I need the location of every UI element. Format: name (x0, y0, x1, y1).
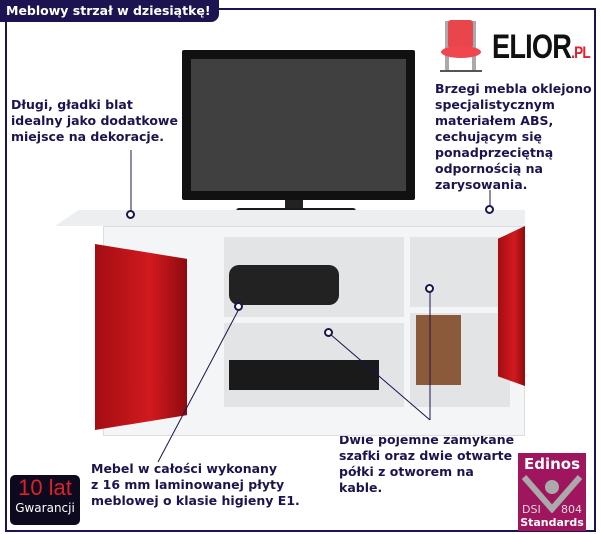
book-image (416, 315, 461, 385)
logo-text: ELIOR (492, 28, 572, 66)
tv-cabinet-image (55, 210, 525, 440)
chair-icon (440, 20, 482, 72)
warranty-label: Gwarancji (15, 501, 75, 515)
logo-suffix: .PL (571, 43, 591, 62)
warranty-years: 10 lat (18, 475, 72, 500)
frame (5, 8, 596, 532)
callout-dot (234, 302, 243, 311)
callout-dot (126, 210, 135, 219)
callout-dot (485, 205, 494, 214)
header-title: Meblowy strzał w dziesiątkę! (0, 0, 219, 22)
certificate-badge: Edinos DSI 804 Standards (518, 453, 586, 531)
warranty-badge: 10 lat Gwarancji (10, 475, 80, 525)
certificate-left: DSI (522, 503, 541, 516)
certificate-v-icon (521, 475, 583, 513)
callout-dot (324, 328, 333, 337)
elior-logo: ELIOR.PL (436, 18, 601, 78)
callout-abs-edges: Brzegi mebla oklejono specjalistycznym m… (435, 81, 592, 192)
callout-material: Mebel w całości wykonany z 16 mm laminow… (91, 461, 300, 508)
callout-top-surface: Długi, gładki blat idealny jako dodatkow… (11, 97, 178, 144)
certificate-right: 804 (561, 503, 582, 516)
certificate-brand: Edinos (523, 455, 581, 473)
tv-stand (285, 200, 303, 210)
speaker-image (229, 265, 339, 305)
certificate-label: Standards (520, 516, 584, 529)
tv-image (182, 50, 415, 200)
player-image (229, 360, 379, 390)
callout-dot (425, 284, 434, 293)
